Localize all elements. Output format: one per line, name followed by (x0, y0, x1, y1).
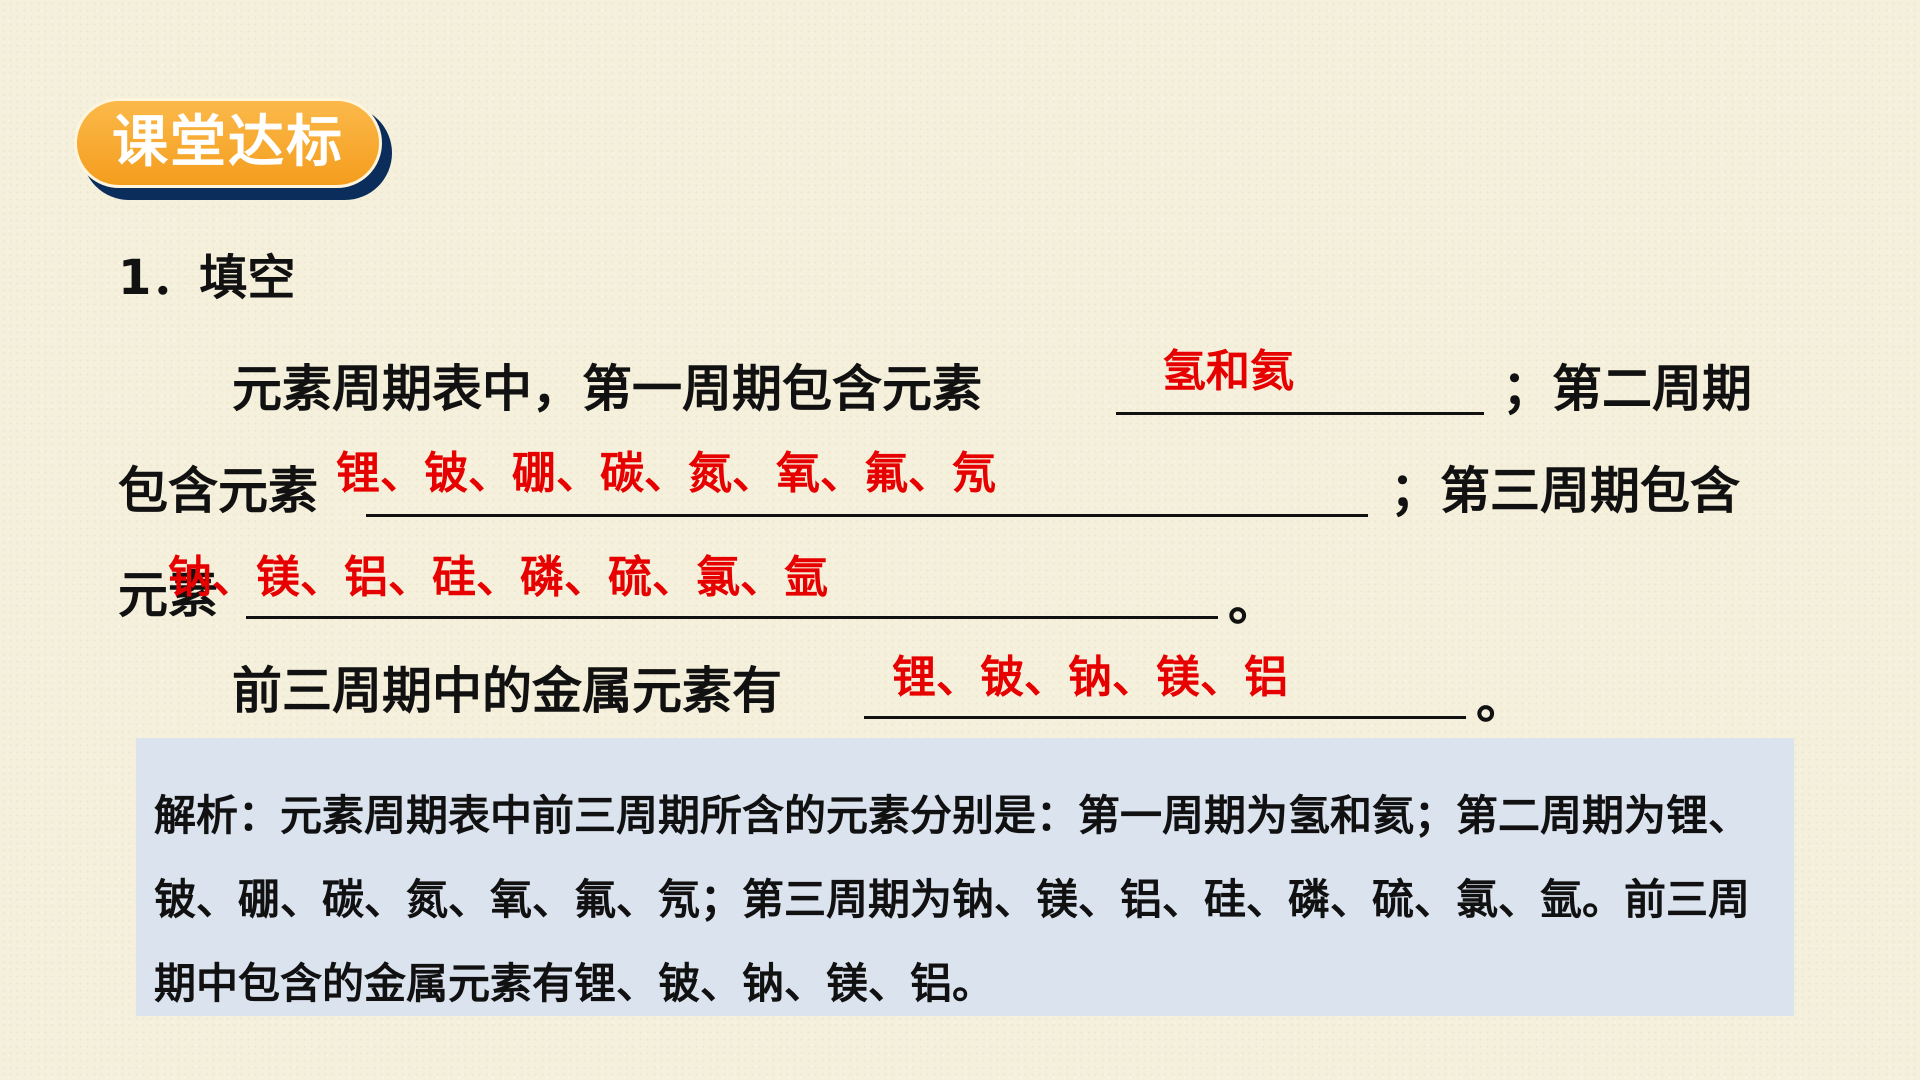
line4-prefix: 前三周期中的金属元素有 (232, 662, 782, 720)
answer-period3: 钠、镁、铝、硅、磷、硫、氯、氩 (168, 552, 828, 603)
blank-period2 (366, 514, 1368, 517)
answer-period1: 氢和氦 (1162, 346, 1294, 397)
line1-prefix: 元素周期表中，第一周期包含元素 (232, 360, 982, 418)
line1-suffix: ；第二周期 (1502, 360, 1752, 418)
line2-prefix: 包含元素 (118, 462, 318, 520)
blank-metals (864, 716, 1466, 719)
answer-metals: 锂、铍、钠、镁、铝 (892, 652, 1288, 703)
blank-period3 (246, 616, 1218, 619)
line2-suffix: ；第三周期包含 (1390, 462, 1740, 520)
question-heading: 1．填空 (118, 250, 296, 306)
badge-label: 课堂达标 (112, 110, 344, 175)
explanation-text: 解析：元素周期表中前三周期所含的元素分别是：第一周期为氢和氦；第二周期为锂、铍、… (154, 791, 1751, 1008)
explanation-box: 解析：元素周期表中前三周期所含的元素分别是：第一周期为氢和氦；第二周期为锂、铍、… (136, 738, 1794, 1016)
section-badge: 课堂达标 (74, 98, 382, 188)
line3-prefix: 元素 (118, 566, 218, 624)
line4-suffix: 。 (1476, 672, 1526, 730)
answer-period2: 锂、铍、硼、碳、氮、氧、氟、氖 (336, 448, 996, 499)
blank-period1 (1116, 412, 1484, 415)
line3-suffix: 。 (1228, 574, 1278, 632)
